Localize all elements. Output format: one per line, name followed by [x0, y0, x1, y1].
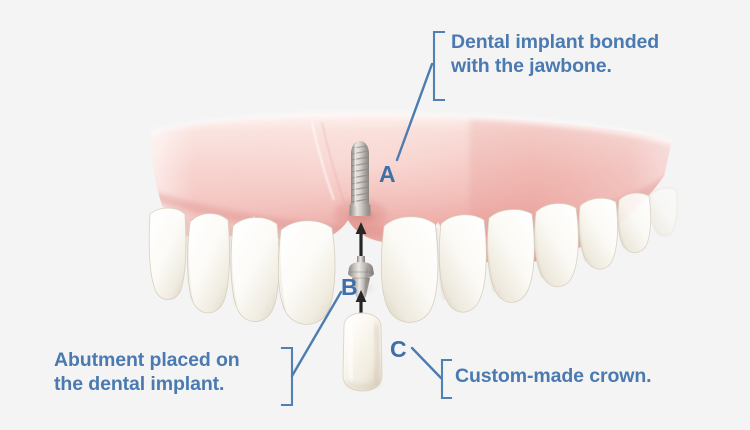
crown-highlight [347, 321, 355, 383]
tooth [277, 220, 336, 325]
marker-label-a: A [379, 161, 396, 187]
gum-crease [310, 121, 336, 201]
marker-label-c: C [390, 336, 407, 362]
callout-c-bracket [440, 358, 453, 400]
tooth [487, 209, 535, 303]
crown [342, 312, 383, 392]
callout-b [280, 290, 343, 407]
callout-b-text: Abutment placed on the dental implant. [54, 349, 240, 395]
tooth [230, 217, 280, 323]
callout-b-leader [290, 290, 343, 378]
implant-highlight [353, 143, 358, 207]
tooth [438, 214, 487, 313]
tooth [650, 187, 678, 237]
abutment-shoulder [348, 262, 374, 279]
callout-a-text: Dental implant bonded with the jawbone. [451, 31, 660, 77]
tooth [534, 203, 579, 288]
callout-a [395, 30, 446, 162]
callout-a-bracket [432, 30, 446, 102]
callout-c-leader [410, 346, 443, 380]
marker-label-b: B [341, 274, 358, 300]
callout-c-text: Custom-made crown. [455, 365, 652, 387]
tooth [187, 213, 230, 314]
callout-c [410, 346, 453, 400]
implant-screw [347, 141, 375, 222]
implant-collar [349, 204, 371, 216]
arrow-abutment-to-implant [355, 222, 367, 258]
teeth-row [148, 187, 678, 325]
gum-top-highlight [149, 112, 673, 142]
abutment [348, 256, 374, 300]
callout-a-leader [395, 62, 434, 162]
tooth [148, 207, 187, 300]
tooth [380, 216, 439, 323]
callout-b-bracket [280, 346, 294, 407]
